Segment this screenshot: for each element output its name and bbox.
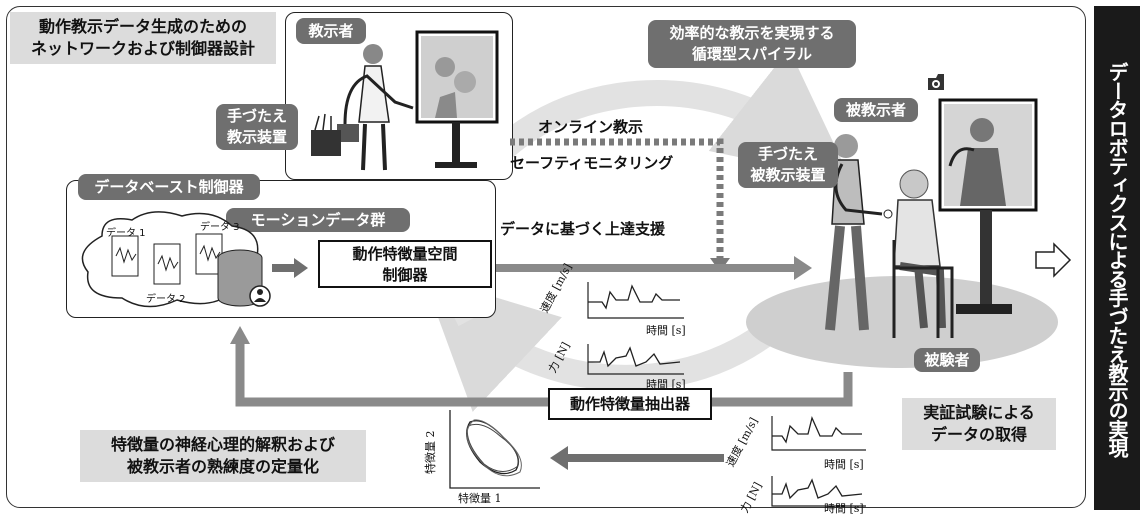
title-line-2: ネットワークおよび制御器設計 [30, 39, 255, 58]
learner-head [834, 134, 858, 158]
data-2-label: データ 2 [146, 294, 186, 305]
controller-line-1: 動作特徴量空間 [352, 245, 458, 263]
analysis-line-2: 被教示者の熟練度の定量化 [126, 457, 319, 476]
learning-device-label: 手づたえ 被教示装置 [738, 142, 838, 188]
feature-space-controller: 動作特徴量空間 制御器 [318, 240, 492, 288]
feature-plot-axes [449, 410, 540, 489]
teacher-head [363, 44, 383, 64]
bottom-graphs [771, 416, 866, 507]
learning-device-line-2: 被教示装置 [750, 166, 826, 184]
db-to-controller-arrow [272, 258, 308, 278]
teacher-monitor-stand [452, 122, 460, 162]
title-line-1: 動作教示データ生成のための [38, 17, 247, 36]
bottom-force-axis [771, 476, 866, 507]
support-arrow [496, 256, 812, 280]
database-cylinder [217, 249, 271, 307]
center-time-label-1: 時間 [s] [646, 324, 686, 337]
cycle-title-line-1: 効率的な教示を実現する [669, 24, 835, 42]
support-label: データに基づく上達支援 [500, 220, 666, 238]
center-graphs [587, 282, 684, 375]
cycle-title: 効率的な教示を実現する 循環型スパイラル [648, 20, 856, 68]
learner-body [831, 159, 865, 225]
data-3-label: データ 3 [200, 222, 240, 233]
extractor-to-plot-arrow [550, 446, 724, 470]
subject-head [899, 169, 929, 199]
controller-line-2: 制御器 [382, 266, 428, 284]
bottom-speed-trace [772, 416, 862, 444]
feature-1-label: 特徴量 1 [458, 492, 502, 505]
learner-monitor-stand [980, 210, 992, 306]
center-time-label-2: 時間 [s] [646, 378, 686, 391]
data-1-label: データ 1 [106, 228, 146, 239]
safety-monitoring-label: セーフティモニタリング [510, 154, 674, 172]
learner-illustration [746, 98, 1058, 368]
bottom-force-trace [772, 478, 863, 500]
motion-data-group-label: モーションデータ群 [226, 208, 410, 232]
online-teaching-label: オンライン教示 [538, 118, 644, 136]
teacher-label: 教示者 [296, 18, 366, 44]
experiment-block: 実証試験による データの取得 [902, 398, 1056, 450]
bottom-time-label-1: 時間 [s] [824, 458, 864, 471]
feature-loop-1 [466, 420, 519, 475]
feature-2-label: 特徴量 2 [424, 430, 437, 475]
learning-device-line-1: 手づたえ [757, 145, 818, 163]
result-label: データロボティクスによる手づたえ教示の実現 [1105, 61, 1129, 457]
feature-loop-3 [466, 419, 522, 477]
cycle-title-line-2: 循環型スパイラル [691, 45, 812, 63]
speed-axis [587, 282, 684, 319]
feature-loop-2 [466, 423, 520, 472]
speed-trace [588, 284, 680, 310]
teacher-body [358, 65, 390, 123]
analysis-block: 特徴量の神経心理的解釈および 被教示者の熟練度の定量化 [80, 430, 366, 482]
result-bar [1094, 6, 1140, 510]
analysis-line-1: 特徴量の神経心理的解釈および [110, 435, 335, 454]
experiment-line-2: データの取得 [930, 425, 1027, 444]
outer-frame [6, 6, 1086, 508]
teaching-device-label: 手づたえ 教示装置 [216, 104, 298, 150]
force-trace [588, 346, 681, 368]
teacher-illustration [311, 30, 499, 171]
database-panel-label: データベースト制御器 [78, 174, 260, 200]
result-arrow [1035, 242, 1072, 278]
feature-plot [449, 410, 540, 489]
data-cloud [81, 211, 261, 308]
teaching-device-line-1: 手づたえ [226, 107, 287, 125]
bottom-time-label-2: 時間 [s] [824, 502, 864, 515]
title-block: 動作教示データ生成のための ネットワークおよび制御器設計 [10, 12, 276, 64]
experiment-line-1: 実証試験による [923, 403, 1035, 422]
chair [892, 240, 954, 338]
teacher-arm-device [343, 74, 414, 125]
learner-label: 被教示者 [834, 98, 918, 122]
teaching-device-line-2: 教示装置 [226, 128, 287, 146]
learner-arm-device [834, 163, 883, 216]
feature-extractor: 動作特徴量抽出器 [548, 388, 712, 420]
bottom-speed-axis [771, 416, 866, 451]
subject-label: 被験者 [914, 348, 980, 372]
force-axis [587, 344, 684, 375]
camera-icon [928, 74, 944, 90]
